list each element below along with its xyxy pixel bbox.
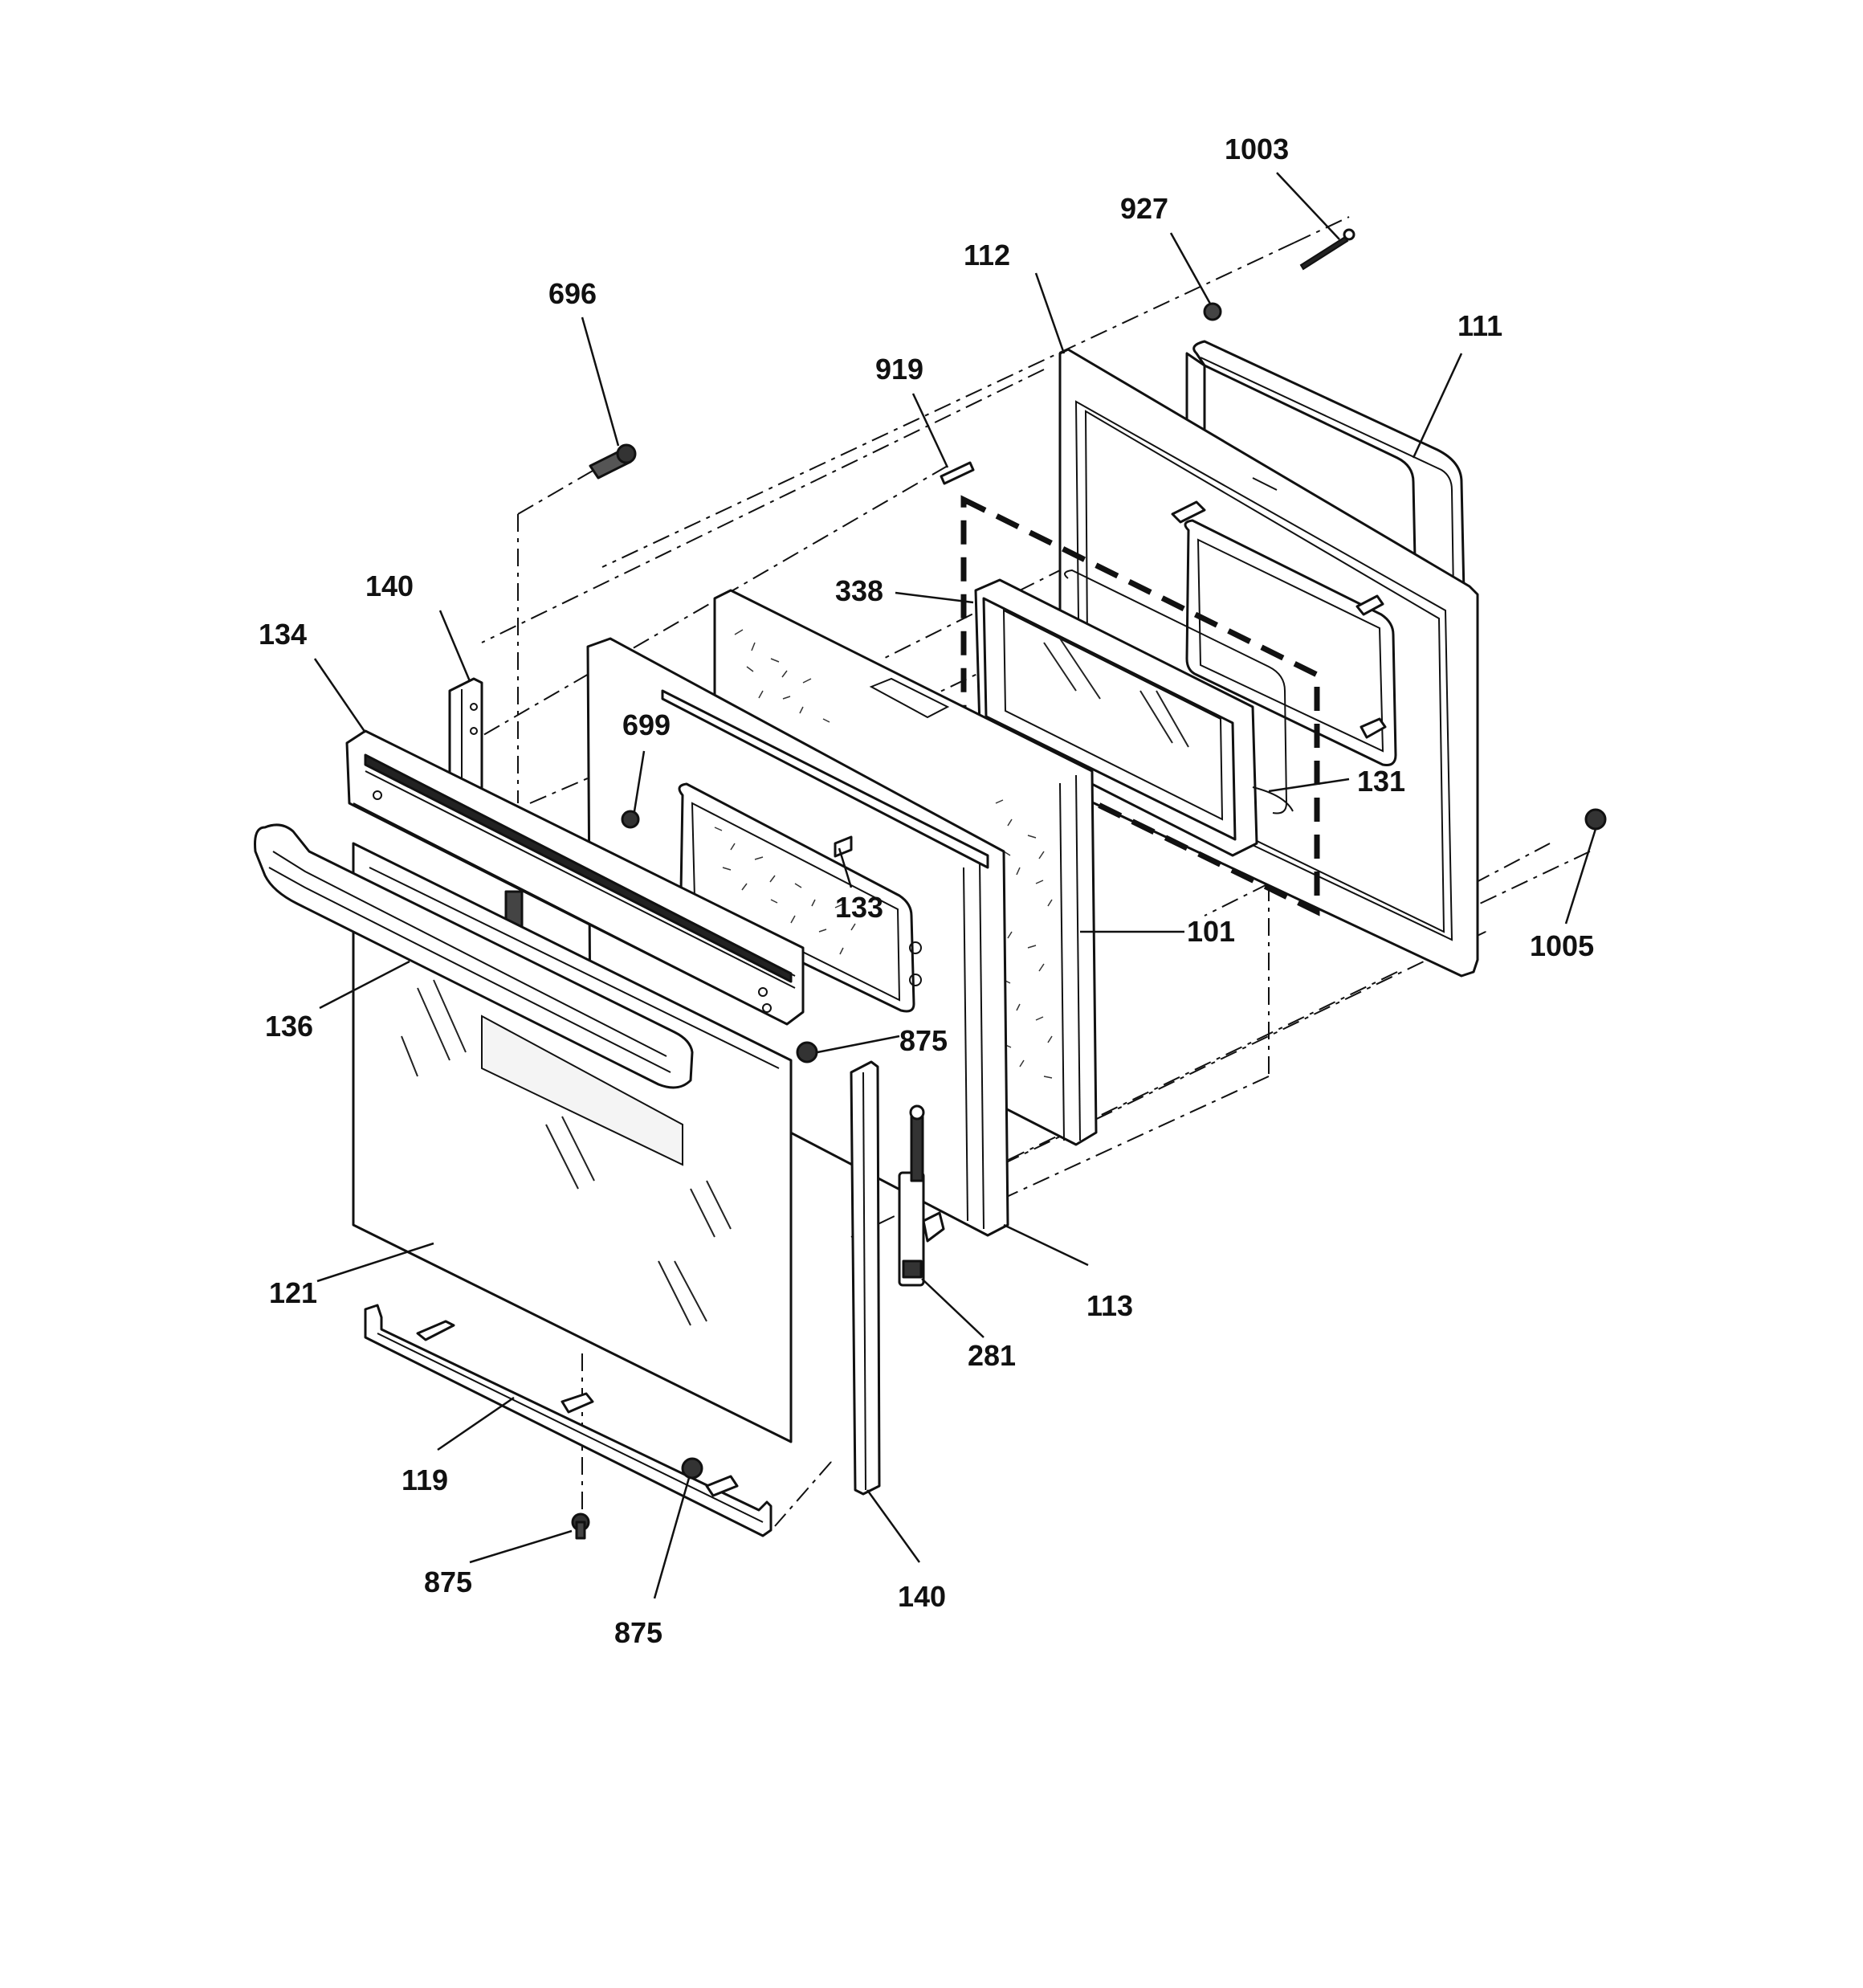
fasteners <box>571 228 1607 1540</box>
callout-1003: 1003 <box>1225 133 1289 165</box>
callout-119: 119 <box>402 1463 448 1496</box>
callout-121: 121 <box>269 1276 317 1309</box>
callout-111: 111 <box>1457 309 1502 342</box>
outer-door-panel-121 <box>352 842 793 1443</box>
callout-131: 131 <box>1357 765 1405 798</box>
callout-113: 113 <box>1086 1289 1133 1322</box>
callout-labels: 1003 927 112 111 696 919 140 134 338 699… <box>259 133 1594 1649</box>
callout-699: 699 <box>622 708 671 741</box>
callout-136: 136 <box>265 1010 313 1043</box>
window-pack-outline-338 <box>960 495 1320 916</box>
callout-919: 919 <box>875 353 923 386</box>
callout-134: 134 <box>259 618 307 651</box>
trim-134 <box>345 729 805 1026</box>
callout-338: 338 <box>835 574 883 607</box>
callout-1005: 1005 <box>1530 929 1594 962</box>
callout-140-bottom: 140 <box>898 1580 946 1613</box>
bottom-trim-119 <box>364 1304 773 1537</box>
callout-140-top: 140 <box>365 569 414 602</box>
callout-927: 927 <box>1120 192 1168 225</box>
callout-696: 696 <box>548 277 597 310</box>
window-assembly-131 <box>974 569 1294 857</box>
callout-875-left: 875 <box>424 1565 472 1598</box>
callout-281: 281 <box>968 1339 1016 1372</box>
callout-875-mid: 875 <box>899 1024 948 1057</box>
callout-875-bottom: 875 <box>614 1616 662 1649</box>
callout-112: 112 <box>964 239 1010 271</box>
hinge-281 <box>898 1104 945 1287</box>
door-handle-136 <box>254 823 694 1089</box>
door-liner-113 <box>586 637 1009 1237</box>
door-channel-140-bottom <box>850 1060 881 1496</box>
callout-101: 101 <box>1187 915 1235 948</box>
leader-lines <box>313 172 1597 1599</box>
callout-133: 133 <box>835 891 883 924</box>
